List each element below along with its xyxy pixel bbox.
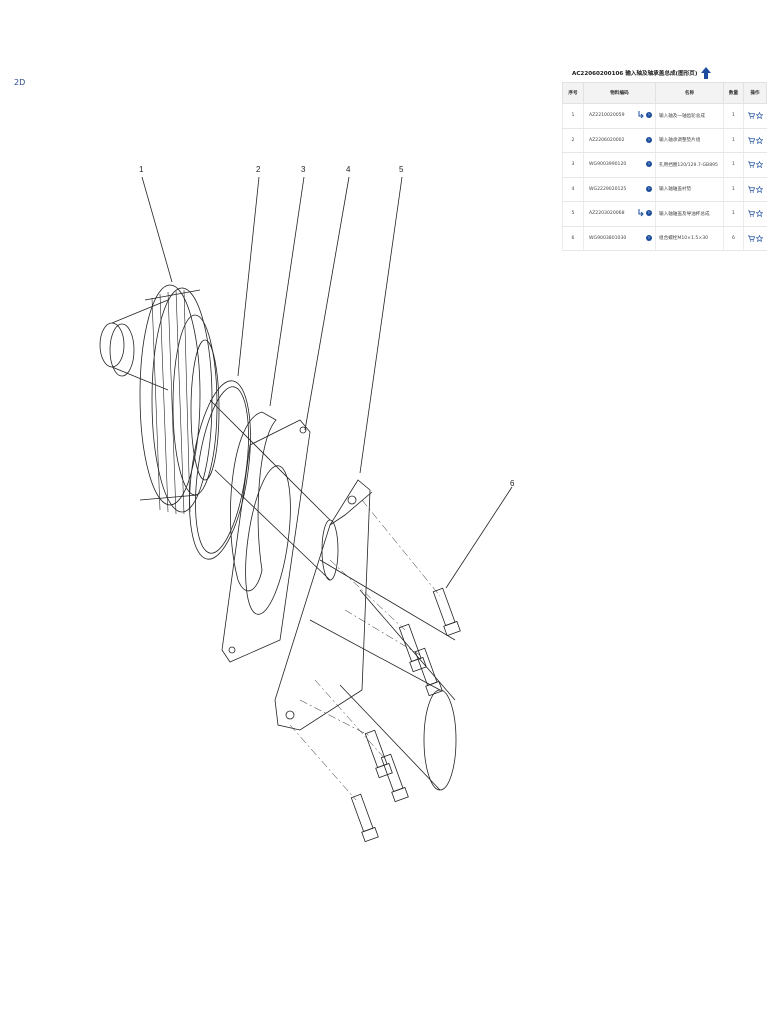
row-code[interactable]: AZ2206020002 › <box>583 128 656 153</box>
row-code[interactable]: AZ2203020068 › <box>583 201 656 227</box>
row-index: 1 <box>562 103 584 129</box>
leader-line-6 <box>445 486 513 589</box>
row-index: 3 <box>562 152 584 178</box>
header-actions: 操作 <box>743 82 767 104</box>
callout-5[interactable]: 5 <box>399 165 404 174</box>
exploded-parts-diagram: 1 2 3 4 5 6 <box>99 165 515 843</box>
leader-line-4 <box>304 176 350 431</box>
row-code-text[interactable]: WG9003990120 <box>589 162 627 168</box>
row-code-text[interactable]: WG2229020125 <box>589 186 627 192</box>
row-code-text[interactable]: WG9003801030 <box>589 235 627 241</box>
row-index: 6 <box>562 226 584 251</box>
callout-6[interactable]: 6 <box>510 479 515 488</box>
row-code[interactable]: WG9003801030 › <box>583 226 656 251</box>
info-circle-icon[interactable]: › <box>646 136 652 143</box>
info-circle-icon[interactable]: › <box>646 112 652 118</box>
cart-icon[interactable] <box>747 137 755 144</box>
star-icon[interactable] <box>755 161 763 169</box>
star-icon[interactable] <box>755 136 763 144</box>
row-name: 孔用挡圈120/129.7-GB895 <box>655 152 724 178</box>
row-actions <box>743 103 767 129</box>
info-circle-icon[interactable]: › <box>646 210 652 216</box>
header-name: 名称 <box>655 82 724 104</box>
parts-list-panel: AC22060200106 输入轴及轴承盖总成(图形页) 序号 物料编码 名称 … <box>562 64 767 251</box>
cart-icon[interactable] <box>747 186 755 193</box>
cart-icon[interactable] <box>747 112 755 119</box>
row-index: 5 <box>562 201 584 227</box>
row-actions <box>743 226 767 251</box>
cart-icon[interactable] <box>747 161 755 168</box>
row-name: 输入轴轴盖及导油杯总成 <box>655 201 724 227</box>
row-qty: 1 <box>723 128 744 153</box>
tree-branch-icon[interactable] <box>638 111 644 119</box>
row-actions <box>743 128 767 153</box>
row-code-text[interactable]: AZ2206020002 <box>589 137 625 143</box>
header-qty: 数量 <box>723 82 744 104</box>
row-actions <box>743 201 767 227</box>
leader-line-5 <box>359 176 403 474</box>
row-code[interactable]: WG2229020125 › <box>583 177 656 202</box>
row-qty: 6 <box>723 226 744 251</box>
row-name: 输入轴及一轴齿轮总成 <box>655 103 724 129</box>
part-6-bolts <box>350 587 461 843</box>
cart-icon[interactable] <box>747 235 755 242</box>
header-code: 物料编码 <box>583 82 656 104</box>
row-actions <box>743 152 767 178</box>
row-actions <box>743 177 767 202</box>
star-icon[interactable] <box>755 210 763 218</box>
header-index: 序号 <box>562 82 584 104</box>
row-index: 2 <box>562 128 584 153</box>
info-circle-icon[interactable]: › <box>646 161 652 167</box>
row-code[interactable]: AZ2210020059 › <box>583 103 656 129</box>
row-code-text[interactable]: AZ2210020059 <box>589 113 625 119</box>
row-code[interactable]: WG9003990120 › <box>583 152 656 178</box>
row-name: 输入轴轴盖衬垫 <box>655 177 724 202</box>
tree-branch-icon[interactable] <box>638 209 644 217</box>
assembly-title: AC22060200106 输入轴及轴承盖总成(图形页) <box>562 64 766 82</box>
callout-3[interactable]: 3 <box>301 165 306 174</box>
view-mode-label[interactable]: 2D <box>14 78 26 87</box>
row-qty: 1 <box>723 103 744 129</box>
callout-2[interactable]: 2 <box>256 165 261 174</box>
star-icon[interactable] <box>755 185 763 193</box>
leader-line-2 <box>237 176 260 377</box>
part-1-input-shaft-gear <box>99 284 339 581</box>
leader-line-3 <box>269 176 305 407</box>
star-icon[interactable] <box>755 234 763 242</box>
row-name: 组合螺栓M10×1.5×30 <box>655 226 724 251</box>
row-qty: 1 <box>723 177 744 202</box>
row-qty: 1 <box>723 152 744 178</box>
star-icon[interactable] <box>755 112 763 120</box>
up-arrow-icon[interactable] <box>701 67 712 79</box>
leader-line-1 <box>141 176 173 283</box>
table-header-row: 序号 物料编码 名称 数量 操作 <box>562 82 767 104</box>
assembly-title-text: AC22060200106 输入轴及轴承盖总成(图形页) <box>572 71 698 77</box>
part-3-retaining-ring <box>230 411 277 592</box>
callout-1[interactable]: 1 <box>139 165 144 174</box>
info-circle-icon[interactable]: › <box>646 185 652 192</box>
part-4-gasket <box>221 419 311 663</box>
part-5-bearing-cover-housing <box>274 479 457 791</box>
info-circle-icon[interactable]: › <box>646 234 652 241</box>
row-index: 4 <box>562 177 584 202</box>
callout-4[interactable]: 4 <box>346 165 351 174</box>
row-name: 输入轴承调整垫片组 <box>655 128 724 153</box>
cart-icon[interactable] <box>747 210 755 217</box>
row-code-text[interactable]: AZ2203020068 <box>589 211 625 217</box>
row-qty: 1 <box>723 201 744 227</box>
